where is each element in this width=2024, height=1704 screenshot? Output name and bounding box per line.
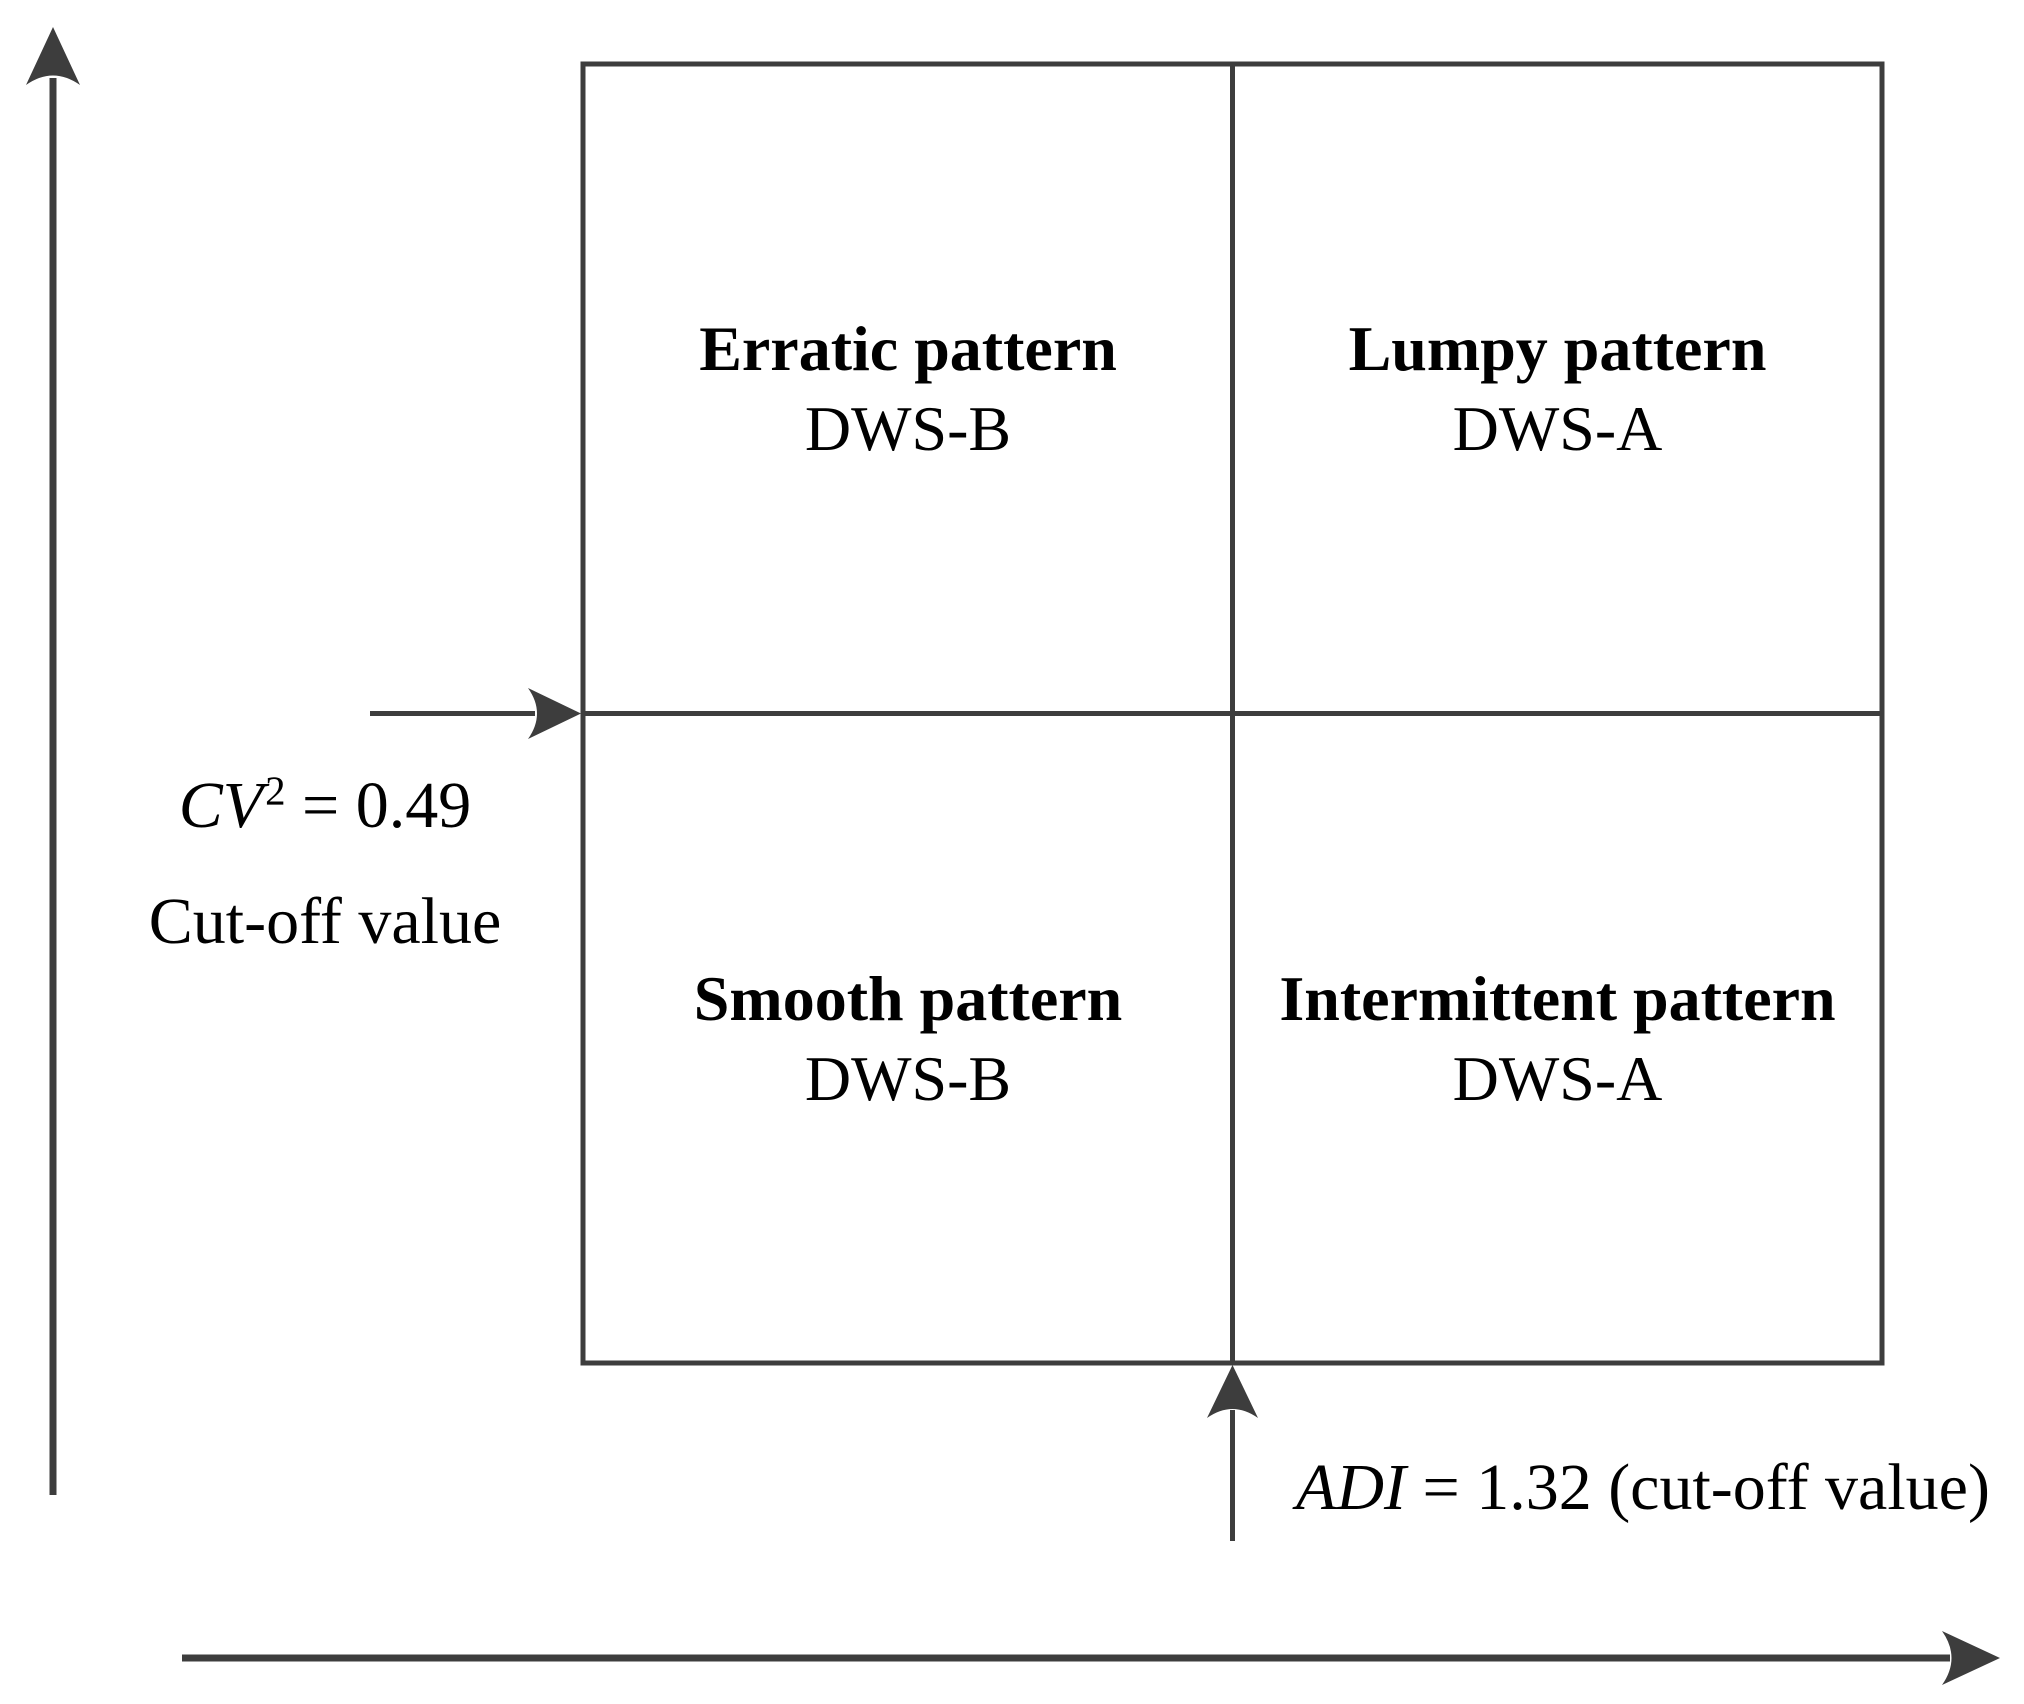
cv-equals-value: = 0.49 xyxy=(285,769,472,842)
adi-cutoff-label: ADI = 1.32 (cut-off value) xyxy=(1296,1452,1990,1524)
cv-cutoff-arrowhead-icon xyxy=(528,688,581,739)
adi-cutoff-arrowhead-icon xyxy=(1207,1365,1258,1418)
cv-cutoff-caption: Cut-off value xyxy=(148,885,502,958)
y-axis-arrowhead-icon xyxy=(26,27,80,85)
cv-cutoff-label: CV2 = 0.49 Cut-off value xyxy=(110,768,540,958)
x-axis-arrowhead-icon xyxy=(1942,1631,2000,1685)
adi-equals-value: = 1.32 (cut-off value) xyxy=(1405,1451,1990,1524)
cv-symbol: CV xyxy=(178,769,264,842)
cv-cutoff-formula: CV2 = 0.49 xyxy=(110,768,540,850)
adi-symbol: ADI xyxy=(1296,1451,1406,1524)
cv-exponent: 2 xyxy=(265,768,286,814)
